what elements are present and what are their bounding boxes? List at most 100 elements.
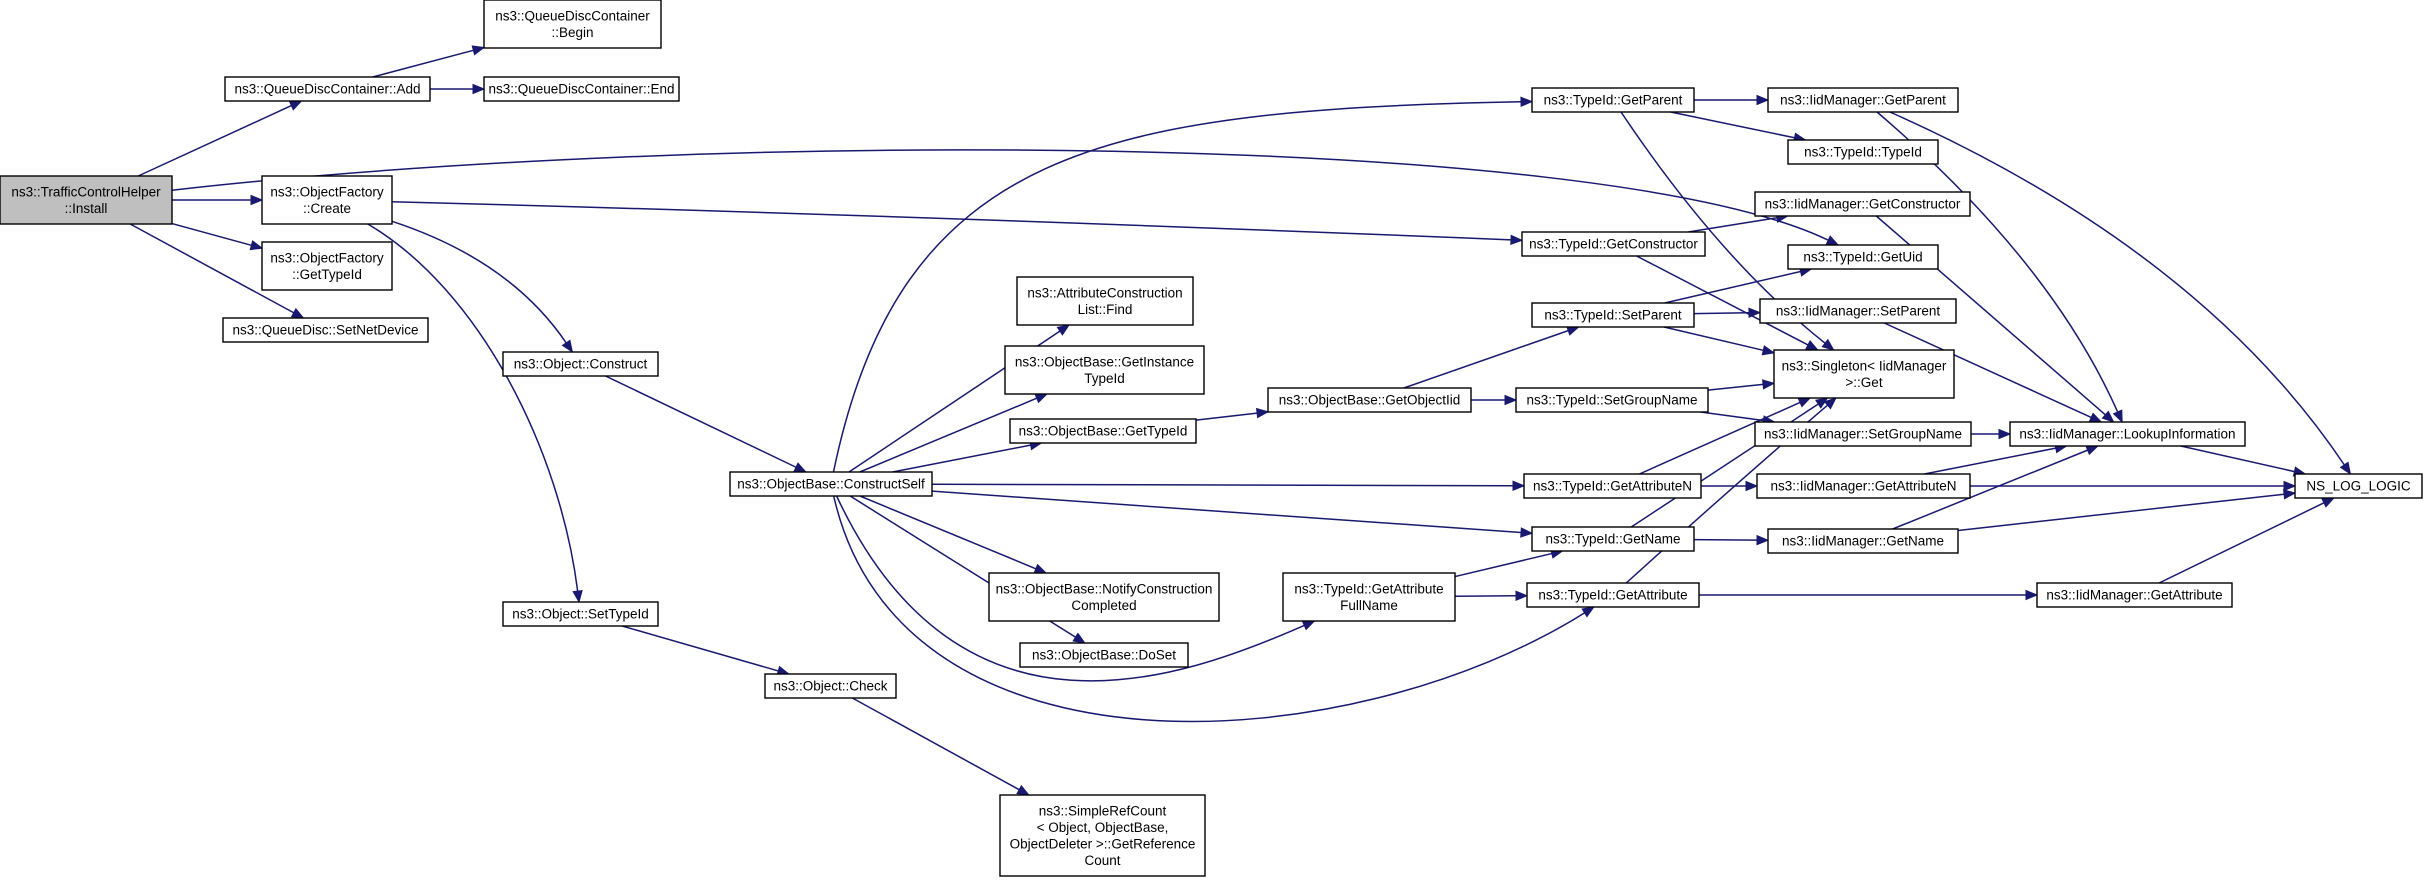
node-qd-setnetdevice[interactable]: ns3::QueueDisc::SetNetDevice [222, 317, 429, 343]
node-label-line: Completed [1071, 598, 1136, 613]
arrowhead [1056, 324, 1071, 336]
call-edge-iid_getparent-to-ns_log_logic [1889, 111, 2352, 476]
arrowhead [1823, 397, 1837, 410]
node-ob-getobjectiid[interactable]: ns3::ObjectBase::GetObjectIid [1267, 387, 1472, 413]
node-box [1767, 528, 1959, 554]
edge-line [1892, 449, 2088, 530]
call-edge-ob_constructself-to-tid_getparent [832, 96, 1534, 473]
node-tid-getattribute[interactable]: ns3::TypeId::GetAttribute [1526, 582, 1700, 608]
node-box [1009, 418, 1197, 444]
call-edge-tid_getname-to-iid_getname [1693, 534, 1770, 546]
node-label-line: ns3::ObjectFactory [270, 250, 384, 265]
node-label-line: ns3::IidManager::LookupInformation [2019, 427, 2235, 442]
node-of-create[interactable]: ns3::ObjectFactory::Create [261, 175, 393, 225]
node-box [224, 76, 431, 102]
arrowhead [1756, 534, 1770, 546]
node-label-line: ns3::ObjectBase::ConstructSelf [737, 477, 925, 492]
node-iid-getname[interactable]: ns3::IidManager::GetName [1767, 528, 1959, 554]
node-iid-getattributen[interactable]: ns3::IidManager::GetAttributeN [1756, 473, 1971, 499]
node-label-line: ns3::TypeId::GetParent [1544, 93, 1683, 108]
node-label-line: ns3::IidManager::GetAttribute [2046, 588, 2222, 603]
node-iid-setparent[interactable]: ns3::IidManager::SetParent [1759, 298, 1957, 324]
arrowhead [1756, 94, 1770, 106]
node-label-line: ns3::IidManager::GetConstructor [1765, 197, 1961, 212]
edge-line [859, 397, 1038, 473]
arrowhead [1510, 234, 1524, 246]
edge-line [1403, 329, 1569, 389]
node-box [1773, 349, 1955, 399]
node-box [222, 317, 429, 343]
node-label-line: >::Get [1845, 375, 1882, 390]
arrowhead [1301, 620, 1316, 631]
node-tid-getconstructor[interactable]: ns3::TypeId::GetConstructor [1521, 231, 1706, 257]
call-edge-install-to-tid_getuid [171, 149, 1840, 246]
node-tid-getparent[interactable]: ns3::TypeId::GetParent [1531, 87, 1695, 113]
edge-line [1663, 326, 1764, 352]
node-obj-construct[interactable]: ns3::Object::Construct [502, 351, 659, 377]
edge-line [832, 101, 1522, 473]
node-tid-getuid[interactable]: ns3::TypeId::GetUid [1787, 244, 1939, 270]
node-iid-getparent[interactable]: ns3::IidManager::GetParent [1767, 87, 1959, 113]
edge-line [605, 375, 797, 468]
node-src-getref[interactable]: ns3::SimpleRefCount< Object, ObjectBase,… [999, 794, 1206, 877]
arrowhead [1034, 393, 1049, 404]
node-install[interactable]: ns3::TrafficControlHelper::Install [0, 175, 173, 225]
node-tid-setgroupname[interactable]: ns3::TypeId::SetGroupName [1515, 387, 1709, 413]
edge-line [2180, 445, 2295, 473]
call-edge-ob_constructself-to-tid_getname [931, 490, 1534, 538]
node-label-line: ns3::TypeId::GetUid [1803, 250, 1922, 265]
node-box [483, 76, 680, 102]
node-label-line: NS_LOG_LOGIC [2306, 479, 2411, 494]
call-edge-iid_getattributen-to-iid_lookup [1924, 443, 2068, 475]
node-label-line: ns3::SimpleRefCount [1039, 803, 1167, 818]
node-box [1531, 302, 1695, 328]
node-obj-check[interactable]: ns3::Object::Check [764, 673, 897, 699]
node-qdc-begin[interactable]: ns3::QueueDiscContainer::Begin [483, 0, 662, 49]
node-label-line: ns3::Object::Construct [514, 357, 648, 372]
edge-line [372, 49, 474, 78]
node-qdc-add[interactable]: ns3::QueueDiscContainer::Add [224, 76, 431, 102]
node-iid-lookup[interactable]: ns3::IidManager::LookupInformation [2009, 421, 2246, 447]
node-ob-gettypeid[interactable]: ns3::ObjectBase::GetTypeId [1009, 418, 1197, 444]
arrowhead [2085, 445, 2100, 456]
node-box [0, 175, 173, 225]
node-box [1767, 87, 1959, 113]
arrowhead [1762, 379, 1776, 390]
node-qdc-end[interactable]: ns3::QueueDiscContainer::End [483, 76, 680, 102]
node-tid-getname[interactable]: ns3::TypeId::GetName [1531, 526, 1695, 552]
call-edge-ob_constructself-to-tid_getattributen [931, 480, 1526, 491]
node-label-line: ns3::TypeId::GetConstructor [1529, 237, 1698, 252]
node-iid-setgroupname[interactable]: ns3::IidManager::SetGroupName [1754, 421, 1972, 447]
node-tid-setparent[interactable]: ns3::TypeId::SetParent [1531, 302, 1695, 328]
edge-line [129, 223, 295, 314]
node-label-line: ns3::TrafficControlHelper [11, 184, 161, 199]
node-ob-constructself[interactable]: ns3::ObjectBase::ConstructSelf [729, 471, 933, 497]
node-box [1787, 244, 1939, 270]
call-edge-qdc_add-to-qdc_end [430, 83, 486, 95]
node-ob-notify[interactable]: ns3::ObjectBase::NotifyConstructionCompl… [988, 572, 1220, 622]
arrowhead [1998, 428, 2012, 440]
call-edge-install-to-qdc_add [137, 100, 303, 177]
call-edge-ob_constructself-to-tid_getattribute [832, 495, 1595, 723]
node-singleton-get[interactable]: ns3::Singleton< IidManager>::Get [1773, 349, 1955, 399]
node-ns-log-logic[interactable]: NS_LOG_LOGIC [2294, 473, 2423, 499]
node-tid-typeid[interactable]: ns3::TypeId::TypeId [1787, 139, 1939, 165]
arrowhead [1515, 590, 1529, 602]
arrowhead [1748, 307, 1762, 319]
node-box [1523, 473, 1702, 499]
edge-line [1883, 322, 2092, 419]
call-edge-of_create-to-obj_construct [391, 220, 574, 354]
node-iid-getattribute[interactable]: ns3::IidManager::GetAttribute [2036, 582, 2233, 608]
node-tid-getattributen[interactable]: ns3::TypeId::GetAttributeN [1523, 473, 1702, 499]
edge-line [1639, 401, 1801, 475]
arrowhead [290, 307, 305, 319]
node-iid-getconstructor[interactable]: ns3::IidManager::GetConstructor [1754, 191, 1971, 217]
node-ob-doset[interactable]: ns3::ObjectBase::DoSet [1019, 642, 1189, 668]
arrowhead [1581, 606, 1595, 618]
node-of-gettypeid[interactable]: ns3::ObjectFactory::GetTypeId [261, 241, 393, 291]
arrowhead [1745, 480, 1759, 492]
node-obj-settypeid[interactable]: ns3::Object::SetTypeId [502, 601, 659, 627]
